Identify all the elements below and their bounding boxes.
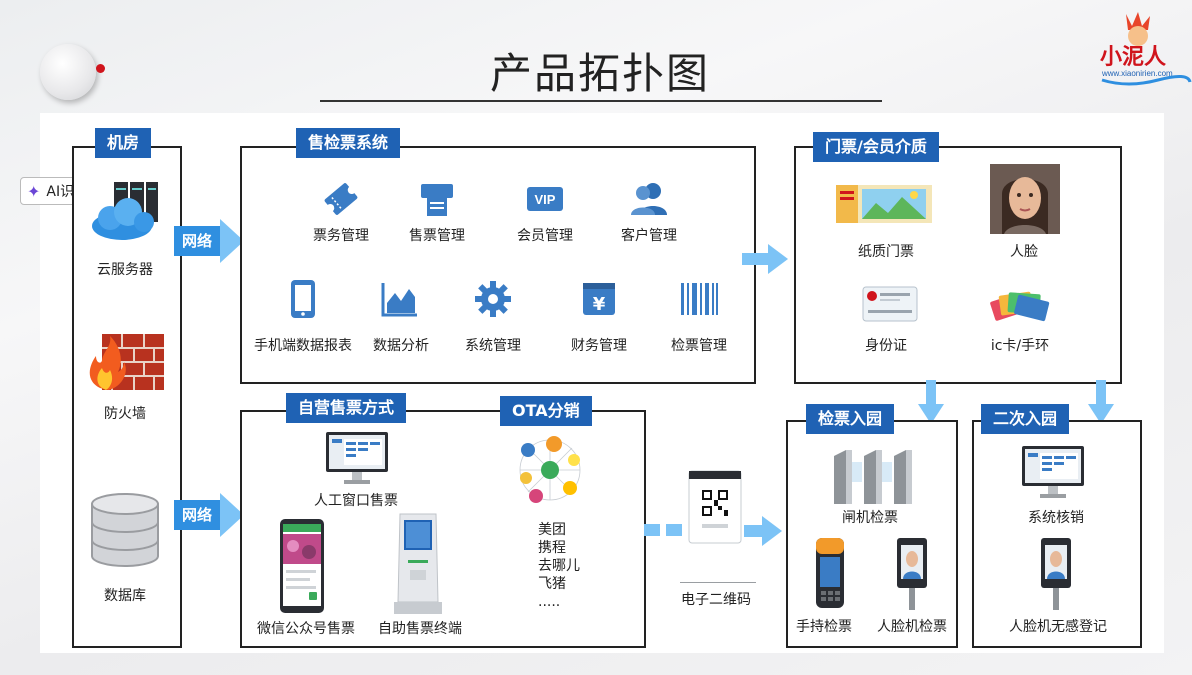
svg-text:www.xiaonirien.com: www.xiaonirien.com <box>1101 69 1173 78</box>
face-terminal-icon <box>1036 536 1076 612</box>
turnstile-icon <box>830 440 916 506</box>
jifang-item-label: 防火墙 <box>104 406 146 422</box>
ticket-system-tag: 售检票系统 <box>296 128 401 158</box>
network-arrow: 网络 <box>174 493 245 537</box>
network-label: 网络 <box>174 500 221 530</box>
self-sale-tag: 自营售票方式 <box>286 393 407 423</box>
decorative-red-dot <box>96 64 105 73</box>
vip-icon: VIP <box>522 180 568 218</box>
ic-card-icon <box>988 282 1052 328</box>
area-chart-icon <box>376 276 422 322</box>
ota-channel: 携程 <box>538 540 566 556</box>
jifang-item-label: 云服务器 <box>97 262 153 278</box>
module-label: 票务管理 <box>313 228 369 244</box>
ota-channel: 飞猪 <box>538 576 566 592</box>
second-entry-label: 人脸机无感登记 <box>1009 619 1107 635</box>
self-sale-label: 自助售票终端 <box>378 621 462 637</box>
yuan-icon: ¥ <box>576 276 622 322</box>
module-label: 检票管理 <box>671 338 727 354</box>
module-label: 数据分析 <box>373 338 429 354</box>
media-label: 纸质门票 <box>858 244 914 260</box>
flow-arrow-right <box>742 244 790 278</box>
qr-code-icon <box>688 470 742 544</box>
id-card-icon <box>860 284 920 324</box>
ota-channel: ..... <box>538 594 561 610</box>
gear-icon <box>470 276 516 322</box>
check-in-label: 人脸机检票 <box>877 619 947 635</box>
ota-channel-list: 美团 携程 去哪儿 飞猪 ..... <box>538 521 580 611</box>
module-label: 系统管理 <box>465 338 521 354</box>
svg-text:VIP: VIP <box>535 192 556 207</box>
page-title: 产品拓扑图 <box>489 49 710 98</box>
media-label: 人脸 <box>1010 244 1038 260</box>
firewall-icon <box>84 330 168 392</box>
self-sale-label: 微信公众号售票 <box>257 621 355 637</box>
database-icon <box>86 492 164 568</box>
self-sale-label: 人工窗口售票 <box>314 493 398 509</box>
module-label: 客户管理 <box>621 228 677 244</box>
svg-text:小泥人: 小泥人 <box>1100 44 1166 69</box>
check-in-label: 手持检票 <box>796 619 852 635</box>
logo: 小泥人 www.xiaonirien.com <box>1098 8 1192 90</box>
monitor-icon <box>1020 444 1086 500</box>
network-arrow: 网络 <box>174 219 245 263</box>
printer-icon <box>414 178 460 220</box>
second-entry-label: 系统核销 <box>1028 510 1084 526</box>
paper-ticket-icon <box>836 180 932 228</box>
flow-arrow-down <box>918 380 944 428</box>
jifang-item-label: 数据库 <box>104 588 146 604</box>
sparkle-icon: ✦ <box>27 181 41 201</box>
module-label: 手机端数据报表 <box>254 338 352 354</box>
barcode-icon <box>676 276 722 322</box>
flow-arrow-dashed <box>644 520 684 544</box>
ota-channel: 去哪儿 <box>538 558 580 574</box>
cloud-server-icon <box>86 178 166 248</box>
network-label: 网络 <box>174 226 221 256</box>
qr-divider <box>680 582 756 583</box>
phone-icon <box>280 276 326 322</box>
users-icon <box>626 178 672 220</box>
face-photo-icon <box>990 164 1060 234</box>
ota-channel: 美团 <box>538 522 566 538</box>
second-entry-tag: 二次入园 <box>981 404 1070 434</box>
media-tag: 门票/会员介质 <box>813 132 939 162</box>
face-terminal-icon <box>892 536 932 612</box>
ota-logos-icon <box>512 432 588 508</box>
kiosk-icon <box>392 512 444 616</box>
wechat-phone-icon <box>278 518 326 614</box>
check-in-label: 闸机检票 <box>842 510 898 526</box>
module-label: 财务管理 <box>571 338 627 354</box>
title-underline <box>320 100 882 102</box>
media-label: ic卡/手环 <box>990 338 1050 354</box>
media-label: 身份证 <box>865 338 907 354</box>
logo-mascot-icon: 小泥人 www.xiaonirien.com <box>1100 12 1192 86</box>
handheld-icon <box>810 536 850 610</box>
ticket-system-box <box>240 146 756 384</box>
monitor-icon <box>324 430 390 486</box>
decorative-circle <box>40 44 96 100</box>
check-in-tag: 检票入园 <box>806 404 895 434</box>
flow-arrow-down <box>1088 380 1114 428</box>
ota-tag: OTA分销 <box>500 396 592 426</box>
module-label: 会员管理 <box>517 228 573 244</box>
module-label: 售票管理 <box>409 228 465 244</box>
flow-arrow-right <box>744 516 784 550</box>
jifang-tag: 机房 <box>95 128 152 158</box>
qr-label: 电子二维码 <box>681 592 751 608</box>
svg-text:¥: ¥ <box>593 294 606 315</box>
ticket-icon <box>318 178 364 220</box>
